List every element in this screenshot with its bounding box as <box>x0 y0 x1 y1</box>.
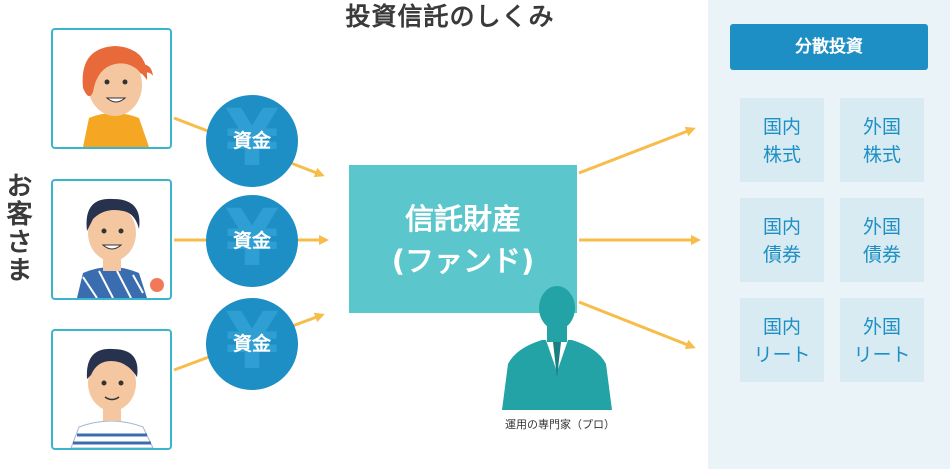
asset-type: 株式 <box>862 144 901 166</box>
yen-icon: ¥ <box>224 95 280 184</box>
funds-label: 資金 <box>232 230 271 252</box>
customer-card-3 <box>51 329 172 450</box>
asset-type: 株式 <box>762 144 801 166</box>
asset-foreign-stocks: 外国 株式 <box>840 98 924 182</box>
asset-foreign-reit: 外国 リート <box>840 298 924 382</box>
funds-circle-1: ¥ 資金 <box>206 95 298 187</box>
funds-label: 資金 <box>232 333 271 355</box>
page-title: 投資信託のしくみ <box>345 2 555 31</box>
arrow-fund-to-assets-top <box>578 126 696 175</box>
asset-type: リート <box>753 344 811 366</box>
asset-region: 外国 <box>862 116 901 138</box>
expert-caption: 運用の専門家（プロ） <box>505 418 615 431</box>
arrow-fund-to-assets-bottom <box>578 300 696 350</box>
customer-man-icon <box>77 198 164 298</box>
asset-region: 国内 <box>762 316 801 338</box>
customer-young-man-icon <box>70 348 154 448</box>
customers-label: お客さま <box>2 172 32 284</box>
funds-circle-3: ¥ 資金 <box>206 298 298 390</box>
asset-domestic-reit: 国内 リート <box>740 298 824 382</box>
asset-region: 外国 <box>862 216 901 238</box>
trust-property-title: 信託財産 <box>404 202 521 236</box>
funds-circle-2: ¥ 資金 <box>206 195 298 287</box>
diversification-panel: 分散投資 国内 株式 外国 株式 国内 債券 外国 債券 国内 リート 外国 リ… <box>708 0 950 469</box>
trust-property-box: 信託財産 (ファンド) <box>349 165 577 313</box>
diversify-header: 分散投資 <box>730 24 928 70</box>
asset-foreign-bonds: 外国 債券 <box>840 198 924 282</box>
asset-domestic-bonds: 国内 債券 <box>740 198 824 282</box>
customer-card-2 <box>51 179 172 300</box>
yen-icon: ¥ <box>224 298 280 387</box>
asset-region: 国内 <box>762 116 801 138</box>
asset-type: 債券 <box>762 244 801 266</box>
investment-expert-icon <box>502 286 612 410</box>
yen-icon: ¥ <box>224 195 280 284</box>
asset-region: 外国 <box>862 316 901 338</box>
asset-type: 債券 <box>862 244 901 266</box>
funds-label: 資金 <box>232 130 271 152</box>
asset-region: 国内 <box>762 216 801 238</box>
asset-type: リート <box>853 344 911 366</box>
customer-woman-icon <box>82 46 153 147</box>
customer-card-1 <box>51 28 172 149</box>
trust-property-subtitle: (ファンド) <box>391 244 535 278</box>
asset-domestic-stocks: 国内 株式 <box>740 98 824 182</box>
